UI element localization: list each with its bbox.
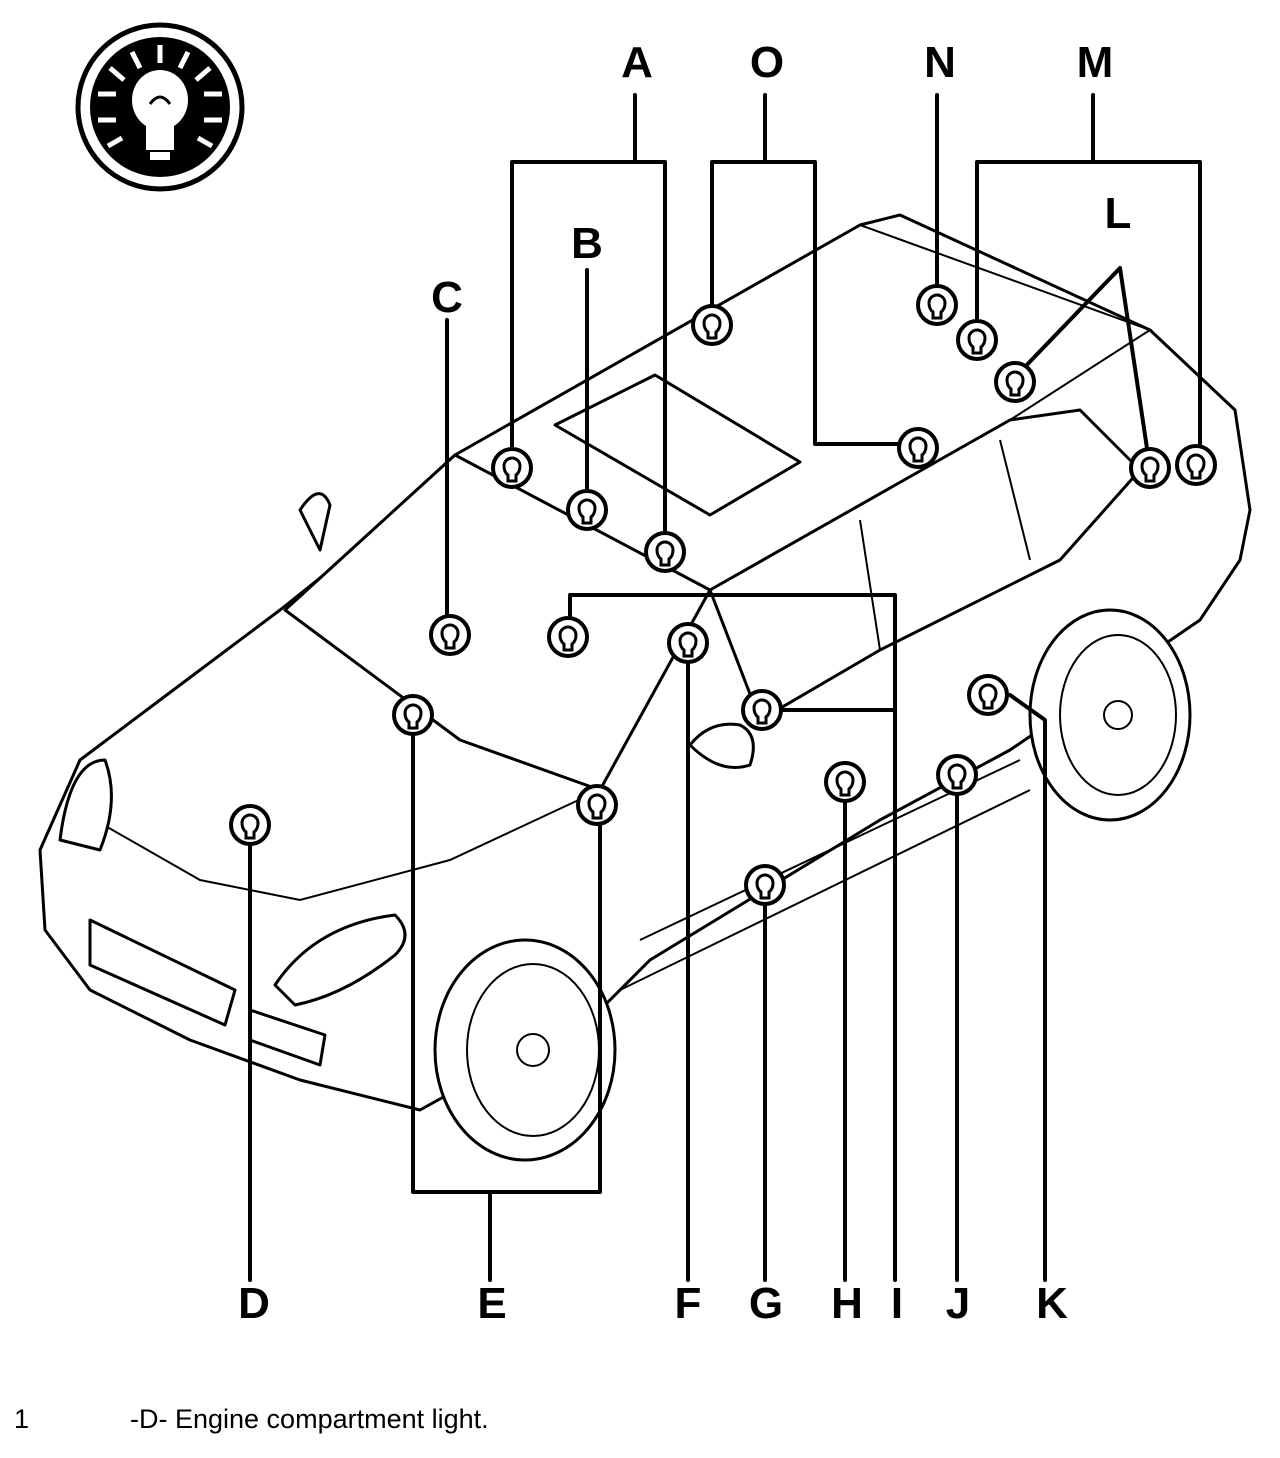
label-C: C — [431, 273, 463, 322]
bulb-marker-icon — [576, 784, 618, 826]
label-J: J — [946, 1279, 970, 1328]
bulb-marker-icon — [744, 864, 786, 906]
bulb-markers — [229, 284, 1217, 906]
bulb-marker-icon — [566, 489, 608, 531]
label-H: H — [831, 1279, 863, 1328]
bulb-marker-icon — [741, 689, 783, 731]
bulb-marker-icon — [824, 761, 866, 803]
label-E: E — [477, 1279, 506, 1328]
label-K: K — [1036, 1279, 1068, 1328]
bulb-marker-icon — [392, 694, 434, 736]
leader-O — [710, 93, 912, 446]
leader-M — [975, 93, 1202, 447]
leader-lines — [248, 93, 1202, 1282]
bulb-marker-icon — [936, 754, 978, 796]
bulb-marker-icon — [897, 427, 939, 469]
vehicle-outline — [38, 213, 1252, 1162]
leader-E — [411, 726, 602, 1282]
bulb-marker-icon — [967, 674, 1009, 716]
caption: 1 -D- Engine compartment light. — [0, 1404, 1280, 1444]
vehicle-lighting-diagram: A O N M L B C D E F G H I J K — [38, 22, 1252, 1328]
bulb-marker-icon — [691, 304, 733, 346]
bulb-marker-icon — [916, 284, 958, 326]
label-D: D — [238, 1279, 270, 1328]
bulb-marker-icon — [491, 447, 533, 489]
caption-text: -D- Engine compartment light. — [130, 1404, 489, 1434]
bulb-marker-icon — [644, 531, 686, 573]
bulb-marker-icon — [1129, 447, 1171, 489]
bulb-marker-icon — [547, 616, 589, 658]
light-bulb-badge-icon — [75, 22, 245, 192]
bulb-marker-icon — [1175, 444, 1217, 486]
label-O: O — [750, 38, 784, 87]
bulb-marker-icon — [994, 361, 1036, 403]
callout-labels: A O N M L B C D E F G H I J K — [238, 38, 1131, 1328]
leader-K — [1008, 693, 1047, 1282]
leader-I — [568, 593, 897, 1282]
leader-A — [510, 93, 667, 547]
label-L: L — [1105, 189, 1132, 238]
leader-L — [1018, 266, 1150, 457]
caption-number: 1 — [14, 1404, 30, 1434]
label-F: F — [675, 1279, 702, 1328]
label-A: A — [621, 38, 653, 87]
label-N: N — [924, 38, 956, 87]
bulb-marker-icon — [229, 804, 271, 846]
bulb-marker-icon — [429, 614, 471, 656]
label-M: M — [1077, 38, 1114, 87]
bulb-marker-icon — [956, 319, 998, 361]
label-G: G — [749, 1279, 783, 1328]
label-B: B — [571, 219, 603, 268]
label-I: I — [891, 1279, 903, 1328]
bulb-marker-icon — [667, 622, 709, 664]
